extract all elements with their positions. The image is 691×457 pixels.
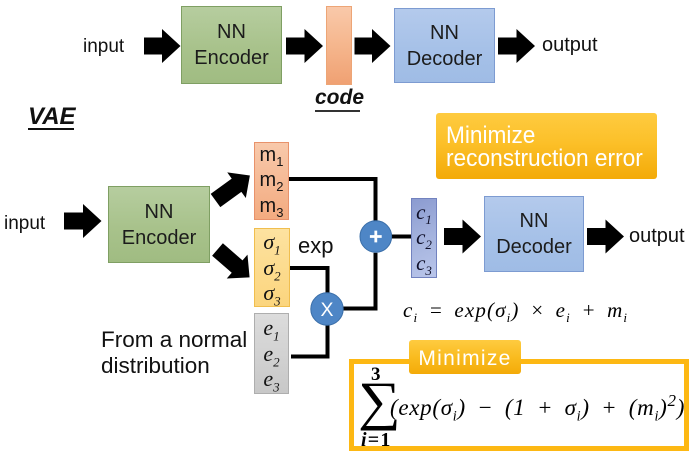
svg-text:X: X [320, 299, 333, 321]
